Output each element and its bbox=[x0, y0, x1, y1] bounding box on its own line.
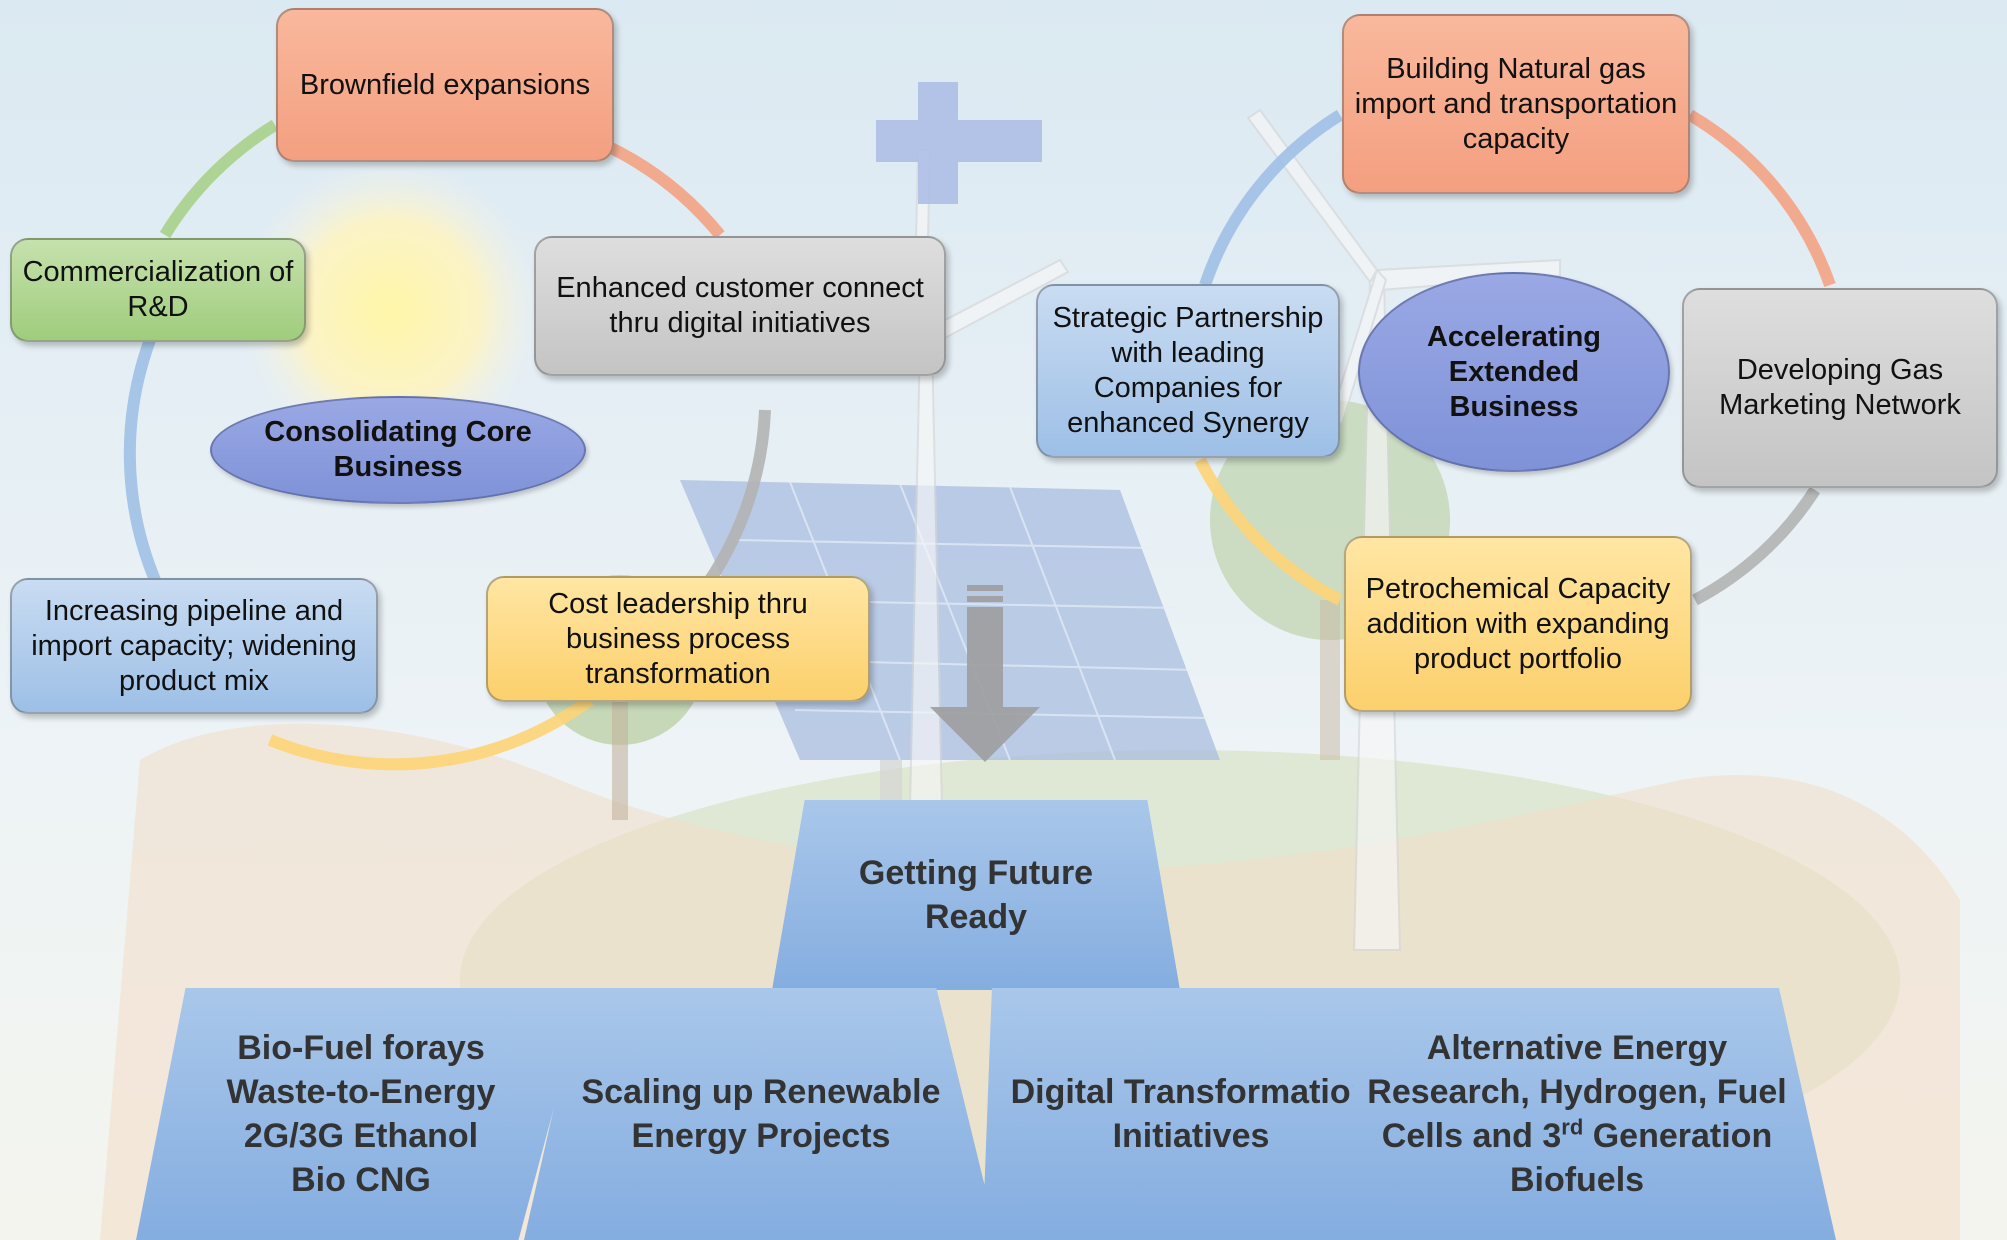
digital-transformation-label: Digital Transformation Initiatives bbox=[1010, 1073, 1372, 1155]
bio-fuel-label: Bio-Fuel forays Waste-to-Energy 2G/3G Et… bbox=[226, 1029, 496, 1199]
gas-marketing-network-label: Developing Gas Marketing Network bbox=[1719, 354, 1961, 421]
sun-decoration bbox=[240, 160, 540, 460]
renewable-energy-node: Scaling up Renewable Energy Projects bbox=[524, 988, 998, 1240]
natural-gas-import-box: Building Natural gas import and transpor… bbox=[1342, 14, 1690, 194]
plus-icon bbox=[876, 82, 1042, 204]
alternative-energy-text: Alternative Energy Research, Hydrogen, F… bbox=[1367, 1029, 1787, 1199]
ordinal-superscript: rd bbox=[1561, 1114, 1584, 1140]
gas-marketing-network-box: Developing Gas Marketing Network bbox=[1682, 288, 1998, 488]
pipeline-capacity-box: Increasing pipeline and import capacity;… bbox=[10, 578, 378, 714]
brownfield-expansions-box: Brownfield expansions bbox=[276, 8, 614, 162]
petrochemical-capacity-label: Petrochemical Capacity addition with exp… bbox=[1365, 572, 1671, 675]
alternative-energy-node: Alternative Energy Research, Hydrogen, F… bbox=[1318, 988, 1836, 1240]
accelerating-extended-business-ellipse: Accelerating Extended Business bbox=[1358, 272, 1670, 472]
strategic-partnership-label: Strategic Partnership with leading Compa… bbox=[1052, 302, 1324, 439]
consolidating-core-business-label: Consolidating Core Business bbox=[264, 416, 532, 483]
cost-leadership-label: Cost leadership thru business process tr… bbox=[548, 587, 808, 690]
petrochemical-capacity-box: Petrochemical Capacity addition with exp… bbox=[1344, 536, 1692, 712]
customer-connect-box: Enhanced customer connect thru digital i… bbox=[534, 236, 946, 376]
getting-future-ready-label: Getting Future Ready bbox=[858, 854, 1094, 936]
down-arrow-icon bbox=[930, 585, 1040, 762]
renewable-energy-label: Scaling up Renewable Energy Projects bbox=[581, 1073, 941, 1155]
bio-fuel-node: Bio-Fuel forays Waste-to-Energy 2G/3G Et… bbox=[136, 988, 586, 1240]
rnd-commercialization-box: Commercialization of R&D bbox=[10, 238, 306, 342]
natural-gas-import-label: Building Natural gas import and transpor… bbox=[1354, 52, 1678, 155]
right-cycle-ring bbox=[1194, 109, 1836, 606]
rnd-commercialization-label: Commercialization of R&D bbox=[22, 256, 294, 323]
pipeline-capacity-label: Increasing pipeline and import capacity;… bbox=[31, 594, 357, 697]
consolidating-core-business-ellipse: Consolidating Core Business bbox=[210, 396, 586, 504]
accelerating-extended-business-label: Accelerating Extended Business bbox=[1426, 320, 1602, 423]
alternative-energy-label: Alternative Energy Research, Hydrogen, F… bbox=[1367, 1026, 1787, 1202]
cost-leadership-box: Cost leadership thru business process tr… bbox=[486, 576, 870, 702]
left-cycle-ring bbox=[123, 119, 771, 771]
strategic-partnership-box: Strategic Partnership with leading Compa… bbox=[1036, 284, 1340, 458]
customer-connect-label: Enhanced customer connect thru digital i… bbox=[556, 272, 924, 339]
getting-future-ready-node: Getting Future Ready bbox=[772, 800, 1180, 990]
brownfield-expansions-label: Brownfield expansions bbox=[299, 68, 591, 101]
